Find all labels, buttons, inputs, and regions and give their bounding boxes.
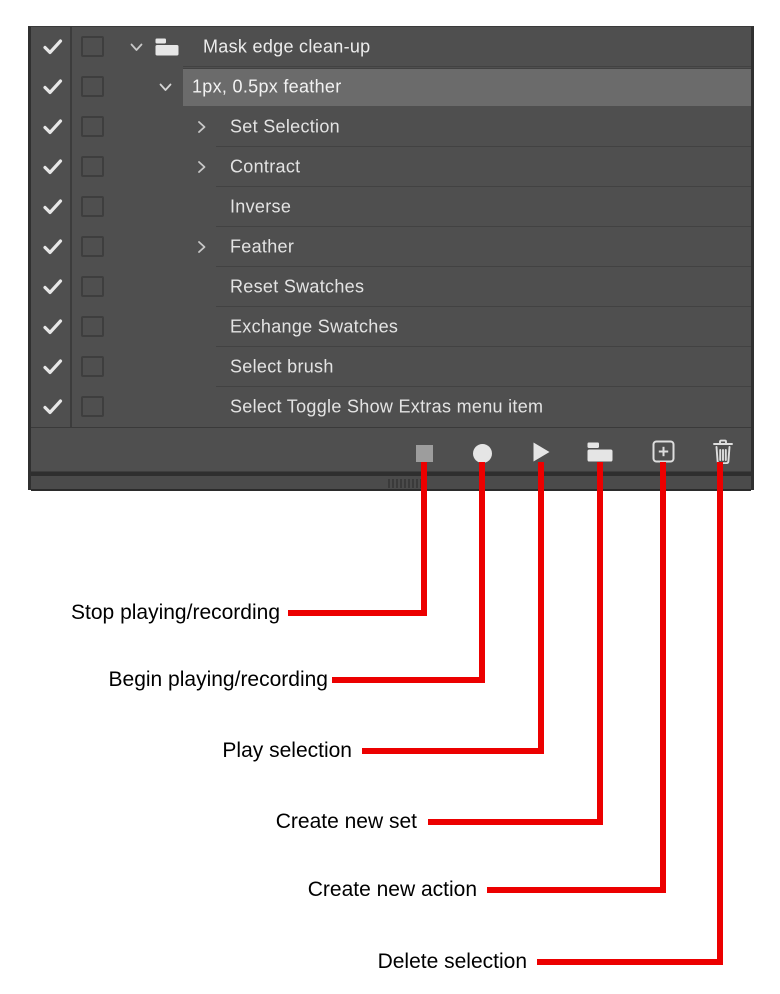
step-row[interactable]: Set Selection xyxy=(31,107,751,147)
resize-grip[interactable] xyxy=(388,479,428,488)
panel-groove xyxy=(31,471,751,476)
play-icon xyxy=(533,442,550,465)
actions-list: Mask edge clean-up 1px, 0.5px feather xyxy=(31,27,751,427)
include-check-icon[interactable] xyxy=(43,38,63,56)
step-row[interactable]: Feather xyxy=(31,227,751,267)
delete-button[interactable] xyxy=(706,436,740,470)
step-row[interactable]: Reset Swatches xyxy=(31,267,751,307)
chevron-down-icon[interactable] xyxy=(157,79,174,96)
callout-line-new-action xyxy=(487,887,666,893)
step-name: Reset Swatches xyxy=(230,276,365,297)
include-check-icon[interactable] xyxy=(43,238,63,256)
row-separator xyxy=(216,186,751,187)
step-name: Feather xyxy=(230,236,295,257)
action-name: 1px, 0.5px feather xyxy=(192,76,342,97)
step-row[interactable]: Inverse xyxy=(31,187,751,227)
play-button[interactable] xyxy=(524,436,558,470)
callout-line-play xyxy=(362,748,544,754)
callout-label-play: Play selection xyxy=(222,739,352,762)
actions-toolbar xyxy=(31,427,751,472)
callout-line-delete xyxy=(537,959,723,965)
dialog-toggle-checkbox[interactable] xyxy=(81,276,104,297)
step-row[interactable]: Select brush xyxy=(31,347,751,387)
record-button[interactable] xyxy=(465,436,499,470)
row-separator xyxy=(216,226,751,227)
include-check-icon[interactable] xyxy=(43,358,63,376)
column-divider xyxy=(70,27,72,427)
action-set-row[interactable]: Mask edge clean-up xyxy=(31,27,751,67)
include-check-icon[interactable] xyxy=(43,198,63,216)
callout-line-new-set xyxy=(428,819,603,825)
include-check-icon[interactable] xyxy=(43,398,63,416)
chevron-right-icon[interactable] xyxy=(193,119,210,136)
step-name: Inverse xyxy=(230,196,292,217)
callout-label-new-action: Create new action xyxy=(307,878,477,901)
dialog-toggle-checkbox[interactable] xyxy=(81,36,104,57)
action-row-selected[interactable]: 1px, 0.5px feather xyxy=(31,67,751,107)
set-folder-icon xyxy=(155,38,179,56)
row-separator xyxy=(216,266,751,267)
trash-icon xyxy=(712,439,734,467)
new-action-plus-icon xyxy=(652,440,675,466)
stop-icon xyxy=(415,444,433,462)
record-icon xyxy=(472,443,492,463)
callout-label-record: Begin playing/recording xyxy=(108,668,328,691)
row-separator xyxy=(216,306,751,307)
callout-line-new-set xyxy=(597,462,603,825)
callout-line-play xyxy=(538,462,544,754)
selection-highlight xyxy=(183,68,751,106)
chevron-right-icon[interactable] xyxy=(193,159,210,176)
callout-line-delete xyxy=(717,462,723,965)
callout-line-record xyxy=(332,677,485,683)
include-check-icon[interactable] xyxy=(43,278,63,296)
new-set-folder-icon xyxy=(587,442,613,465)
callout-label-delete: Delete selection xyxy=(377,950,527,973)
actions-panel: Mask edge clean-up 1px, 0.5px feather xyxy=(28,26,754,491)
callout-line-record xyxy=(479,462,485,683)
row-separator xyxy=(216,146,751,147)
chevron-right-icon[interactable] xyxy=(193,239,210,256)
callout-line-stop xyxy=(288,610,427,616)
step-name: Exchange Swatches xyxy=(230,316,399,337)
row-separator xyxy=(216,386,751,387)
callout-label-stop: Stop playing/recording xyxy=(71,601,280,624)
callout-line-new-action xyxy=(660,462,666,893)
set-name: Mask edge clean-up xyxy=(203,36,371,57)
step-name: Contract xyxy=(230,156,301,177)
dialog-toggle-checkbox[interactable] xyxy=(81,196,104,217)
callout-label-new-set: Create new set xyxy=(275,810,417,833)
row-separator xyxy=(216,346,751,347)
step-name: Select Toggle Show Extras menu item xyxy=(230,396,544,417)
callout-line-stop xyxy=(421,462,427,616)
dialog-toggle-checkbox[interactable] xyxy=(81,356,104,377)
dialog-toggle-checkbox[interactable] xyxy=(81,396,104,417)
include-check-icon[interactable] xyxy=(43,158,63,176)
include-check-icon[interactable] xyxy=(43,118,63,136)
dialog-toggle-checkbox[interactable] xyxy=(81,116,104,137)
include-check-icon[interactable] xyxy=(43,318,63,336)
dialog-toggle-checkbox[interactable] xyxy=(81,236,104,257)
panel-bottom-strip xyxy=(31,476,751,491)
chevron-down-icon[interactable] xyxy=(128,39,145,56)
new-set-button[interactable] xyxy=(583,436,617,470)
include-check-icon[interactable] xyxy=(43,78,63,96)
step-name: Select brush xyxy=(230,356,334,377)
stop-button[interactable] xyxy=(407,436,441,470)
step-row[interactable]: Exchange Swatches xyxy=(31,307,751,347)
row-separator xyxy=(183,66,751,67)
step-row[interactable]: Contract xyxy=(31,147,751,187)
step-row[interactable]: Select Toggle Show Extras menu item xyxy=(31,387,751,427)
dialog-toggle-checkbox[interactable] xyxy=(81,316,104,337)
new-action-button[interactable] xyxy=(646,436,680,470)
step-name: Set Selection xyxy=(230,116,340,137)
dialog-toggle-checkbox[interactable] xyxy=(81,156,104,177)
dialog-toggle-checkbox[interactable] xyxy=(81,76,104,97)
